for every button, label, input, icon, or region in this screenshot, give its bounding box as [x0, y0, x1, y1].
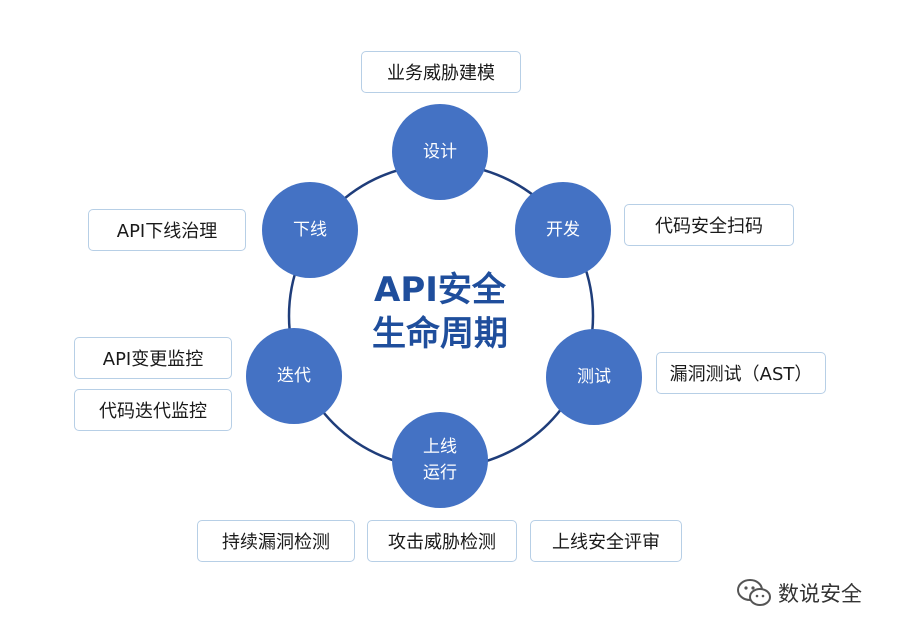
activity-box-vuln-test: 漏洞测试（AST）	[656, 352, 826, 394]
activity-box-code-scan: 代码安全扫码	[624, 204, 794, 246]
stage-node-operate: 上线 运行	[392, 412, 488, 508]
activity-label: API变更监控	[102, 349, 204, 370]
activity-box-launch-review: 上线安全评审	[530, 520, 682, 562]
center-title: API安全 生命周期	[340, 268, 540, 356]
stage-node-develop: 开发	[515, 182, 611, 278]
activity-label: 上线安全评审	[552, 532, 660, 553]
activity-box-continuous-vuln: 持续漏洞检测	[197, 520, 355, 562]
activity-label: 业务威胁建模	[387, 63, 495, 84]
activity-label: 攻击威胁检测	[388, 532, 496, 553]
stage-node-retire: 下线	[262, 182, 358, 278]
activity-label: 代码安全扫码	[655, 216, 763, 237]
stage-label: 下线	[293, 220, 327, 240]
stage-label: 测试	[577, 367, 611, 387]
activity-label: API下线治理	[116, 221, 218, 242]
wechat-icon	[737, 579, 771, 606]
center-title-line-2: 生命周期	[372, 314, 508, 354]
center-title-line-1: API安全	[374, 270, 506, 310]
stage-label: 设计	[423, 142, 457, 162]
stage-label-line-2: 运行	[423, 463, 457, 483]
stage-node-iterate: 迭代	[246, 328, 342, 424]
stage-label: 迭代	[277, 366, 311, 386]
activity-box-api-retire: API下线治理	[88, 209, 246, 251]
stage-label: 开发	[546, 220, 580, 240]
activity-box-api-change: API变更监控	[74, 337, 232, 379]
stage-node-test: 测试	[546, 329, 642, 425]
watermark: 数说安全	[736, 578, 862, 608]
stage-label-line-1: 上线	[423, 437, 457, 457]
activity-box-code-iteration: 代码迭代监控	[74, 389, 232, 431]
activity-label: 持续漏洞检测	[222, 532, 330, 553]
activity-label: 代码迭代监控	[99, 401, 207, 422]
watermark-text: 数说安全	[778, 582, 862, 606]
activity-box-attack-detection: 攻击威胁检测	[367, 520, 517, 562]
stage-node-design: 设计	[392, 104, 488, 200]
activity-box-threat-modeling: 业务威胁建模	[361, 51, 521, 93]
activity-label: 漏洞测试（AST）	[669, 364, 813, 385]
